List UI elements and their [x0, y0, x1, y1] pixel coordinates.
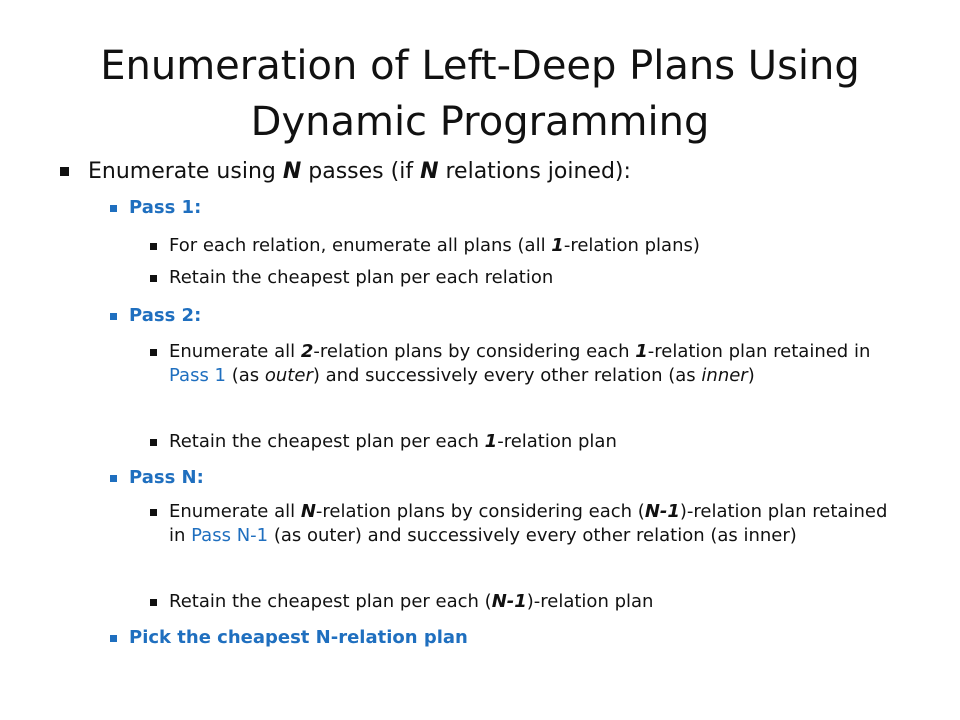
square-bullet-icon	[60, 167, 69, 176]
pass-1-label: Pass 1:	[129, 197, 202, 218]
bullet-text: Retain the cheapest plan per each relati…	[169, 267, 554, 288]
bullet-text: For each relation, enumerate all plans (…	[169, 235, 700, 256]
bullet-pass-n: Pass N:	[110, 466, 204, 490]
square-bullet-icon	[110, 475, 117, 482]
bullet-final: Pick the cheapest N-relation plan	[110, 626, 468, 650]
square-bullet-icon	[150, 509, 157, 516]
pass-2-label: Pass 2:	[129, 305, 202, 326]
square-bullet-icon	[150, 349, 157, 356]
square-bullet-icon	[150, 243, 157, 250]
pass-n-label: Pass N:	[129, 467, 204, 488]
bullet-pass-1: Pass 1:	[110, 196, 201, 220]
title-line-1: Enumeration of Left-Deep Plans Using	[100, 43, 860, 89]
slide-title: Enumeration of Left-Deep Plans Using Dyn…	[40, 38, 920, 150]
bullet-main: Enumerate using N passes (if N relations…	[60, 158, 631, 186]
final-label: Pick the cheapest N-relation plan	[129, 627, 468, 648]
square-bullet-icon	[110, 313, 117, 320]
bullet-pass-2-item-1: Enumerate all 2-relation plans by consid…	[150, 340, 890, 388]
bullet-pass-1-item-2: Retain the cheapest plan per each relati…	[150, 266, 890, 290]
bullet-pass-n-item-1: Enumerate all N-relation plans by consid…	[150, 500, 890, 548]
bullet-text: Retain the cheapest plan per each (N-1)-…	[169, 591, 654, 612]
bullet-pass-n-item-2: Retain the cheapest plan per each (N-1)-…	[150, 590, 890, 614]
bullet-pass-2: Pass 2:	[110, 304, 201, 328]
square-bullet-icon	[110, 205, 117, 212]
title-line-2: Dynamic Programming	[250, 99, 710, 145]
bullet-text: Retain the cheapest plan per each 1-rela…	[169, 431, 617, 452]
bullet-text: Enumerate all 2-relation plans by consid…	[169, 341, 871, 386]
square-bullet-icon	[150, 439, 157, 446]
bullet-text: Enumerate all N-relation plans by consid…	[169, 501, 888, 546]
square-bullet-icon	[150, 275, 157, 282]
bullet-pass-2-item-2: Retain the cheapest plan per each 1-rela…	[150, 430, 890, 454]
square-bullet-icon	[150, 599, 157, 606]
bullet-text: Enumerate using N passes (if N relations…	[88, 159, 631, 184]
bullet-pass-1-item-1: For each relation, enumerate all plans (…	[150, 234, 890, 258]
square-bullet-icon	[110, 635, 117, 642]
